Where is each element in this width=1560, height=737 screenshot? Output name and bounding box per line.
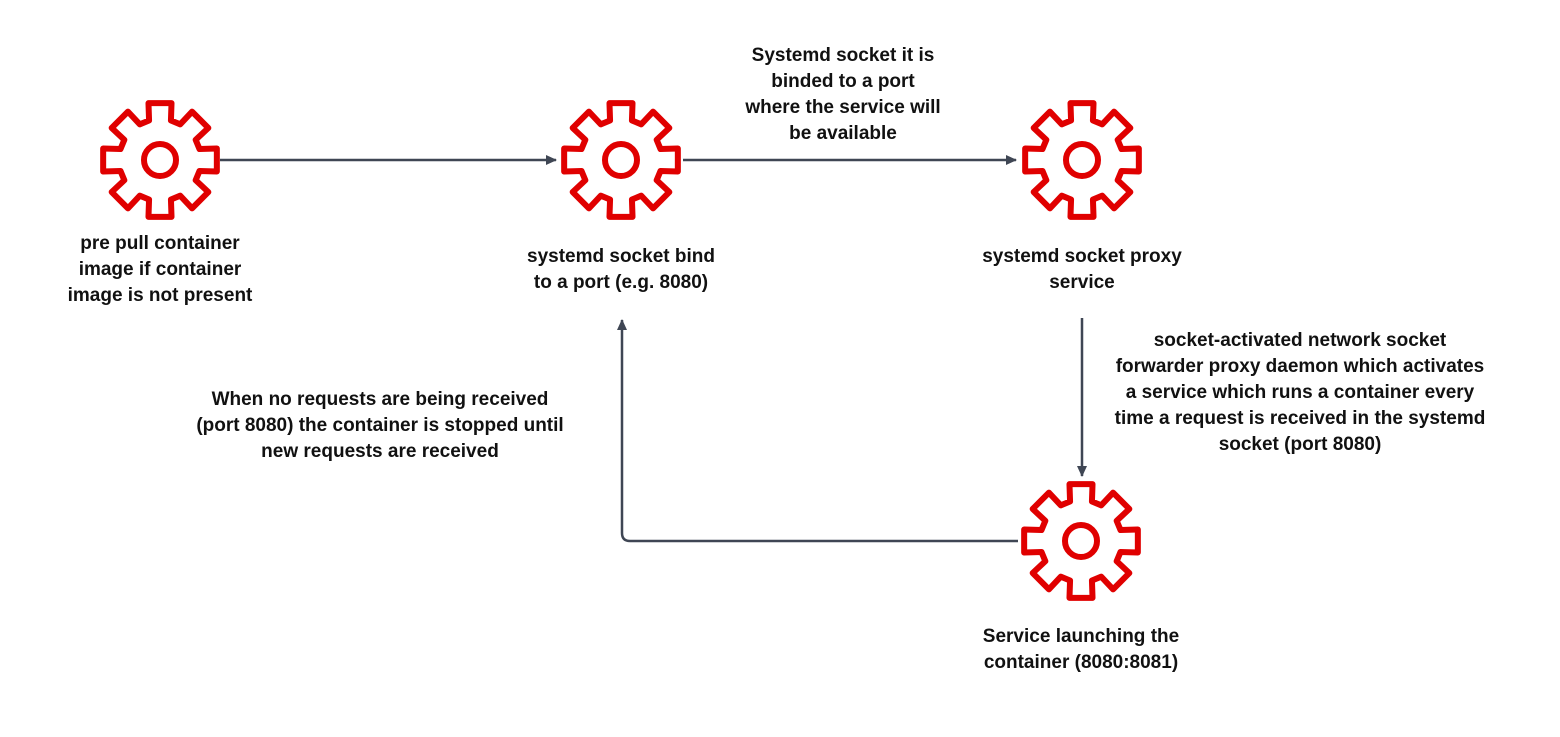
label-line: socket-activated network socket [1153, 330, 1447, 351]
label-line: a service which runs a container every [1125, 382, 1475, 403]
edge-label-proxy-to-launch: socket-activated network socket forwarde… [1084, 328, 1516, 458]
label-line: binded to a port [771, 71, 915, 92]
label-line: where the service will [745, 97, 941, 118]
label-line: image if container [78, 259, 242, 280]
node-label-pre-pull: pre pull container image if container im… [40, 231, 280, 309]
label-line: socket (port 8080) [1218, 434, 1382, 455]
node-label-socket-bind: systemd socket bind to a port (e.g. 8080… [500, 244, 742, 296]
gear-icon [1020, 98, 1144, 222]
label-line: forwarder proxy daemon which activates [1115, 356, 1485, 377]
label-line: (port 8080) the container is stopped unt… [196, 415, 564, 436]
edge-label-launch-to-bind: When no requests are being received (por… [160, 387, 600, 465]
gear-icon [1019, 479, 1143, 603]
arrow-launch-to-bind [617, 319, 1018, 543]
label-line: pre pull container [80, 233, 240, 254]
label-line: systemd socket proxy [982, 246, 1182, 267]
gear-icon [98, 98, 222, 222]
edge-label-bind-to-proxy: Systemd socket it is binded to a port wh… [712, 43, 974, 147]
label-line: service [1049, 272, 1115, 293]
label-line: new requests are received [261, 441, 499, 462]
label-line: time a request is received in the system… [1114, 408, 1486, 429]
label-line: systemd socket bind [527, 246, 715, 267]
label-line: container (8080:8081) [983, 652, 1179, 673]
label-line: Systemd socket it is [751, 45, 935, 66]
node-label-socket-proxy: systemd socket proxy service [952, 244, 1212, 296]
gear-icon [559, 98, 683, 222]
label-line: Service launching the [982, 626, 1180, 647]
node-label-service-launch: Service launching the container (8080:80… [950, 624, 1212, 676]
label-line: to a port (e.g. 8080) [533, 272, 709, 293]
label-line: be available [789, 123, 897, 144]
label-line: image is not present [67, 285, 253, 306]
label-line: When no requests are being received [211, 389, 549, 410]
